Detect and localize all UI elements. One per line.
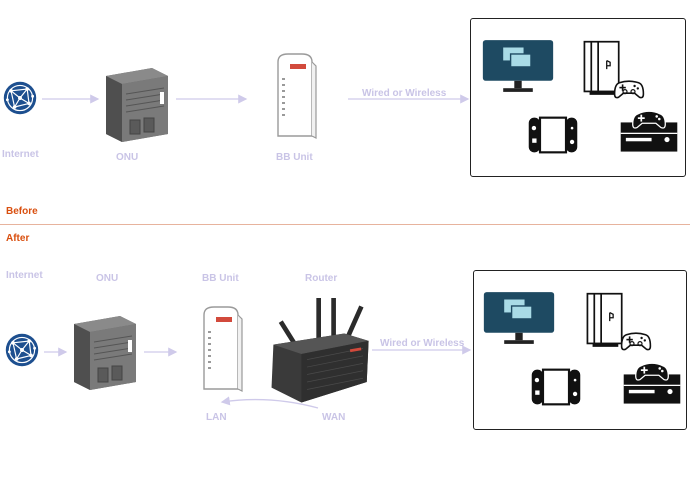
monitor-icon [482, 289, 556, 347]
internet-label: Internet [6, 270, 43, 281]
internet-label: Internet [2, 149, 39, 160]
devices-box [473, 270, 687, 430]
gamepad-icon [620, 331, 652, 353]
switch-icon [530, 367, 582, 407]
xbox-icon [622, 359, 682, 407]
bb-unit-label: BB Unit [276, 152, 313, 163]
bb-unit-label: BB Unit [202, 273, 239, 284]
section-divider [0, 224, 690, 225]
onu-label: ONU [116, 152, 139, 163]
wan-label: WAN [322, 412, 346, 423]
connection-label: Wired or Wireless [380, 338, 465, 349]
after-heading: After [6, 233, 30, 244]
lan-label: LAN [206, 412, 227, 423]
router-label: Router [305, 273, 338, 284]
onu-label: ONU [96, 273, 119, 284]
devices-box [470, 18, 686, 177]
connection-label: Wired or Wireless [362, 88, 447, 99]
connection-arrows [42, 94, 470, 104]
before-heading: Before [6, 206, 38, 217]
